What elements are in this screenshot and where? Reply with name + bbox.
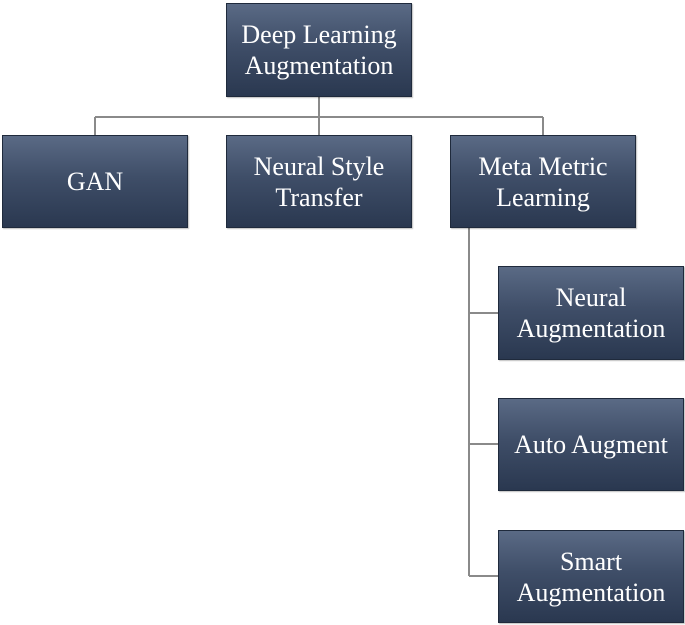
node-auto-augment: Auto Augment [498, 398, 684, 491]
node-meta-metric-learning: Meta Metric Learning [450, 135, 636, 228]
node-neural-augmentation: Neural Augmentation [498, 266, 684, 360]
node-smart-augmentation: Smart Augmentation [498, 530, 684, 623]
node-deep-learning-augmentation: Deep Learning Augmentation [226, 3, 412, 97]
node-gan: GAN [2, 135, 188, 228]
node-neural-style-transfer: Neural Style Transfer [226, 135, 412, 228]
